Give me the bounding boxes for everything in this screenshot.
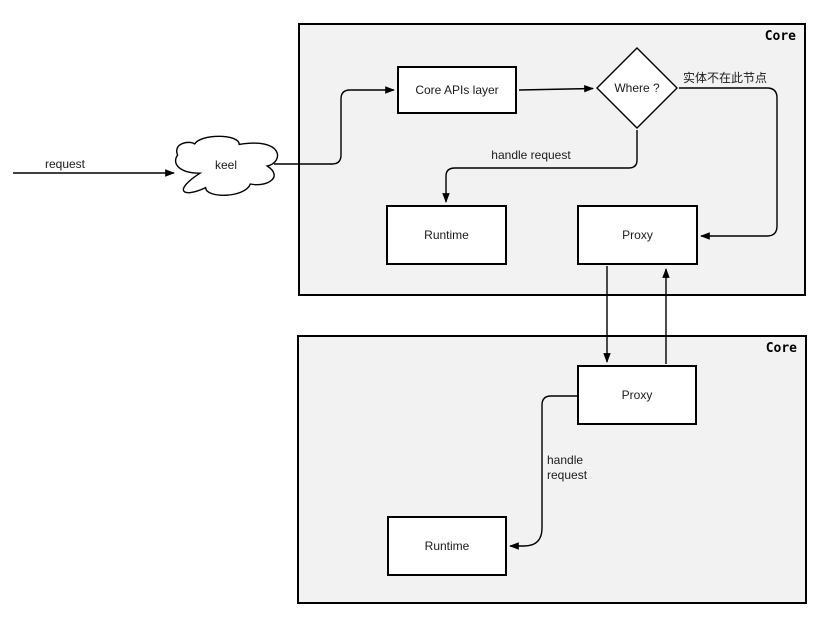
edge-where-to-runtime <box>442 130 638 203</box>
core-container-bottom: Core <box>297 335 807 604</box>
node-runtime-top-label: Runtime <box>424 228 469 242</box>
edge-proxy-bottom-to-runtime-bottom <box>509 395 577 550</box>
core-label-top: Core <box>764 29 796 44</box>
edge-cloud-to-core-apis <box>274 86 395 165</box>
where-decision-label: Where ? <box>614 81 660 95</box>
edge-core-apis-to-where <box>518 84 594 93</box>
node-runtime-bottom-label: Runtime <box>424 539 470 553</box>
node-proxy-top-label: Proxy <box>622 228 653 242</box>
label-handle-request-bottom: handle request <box>547 453 588 482</box>
node-proxy-bottom: Proxy <box>577 365 697 425</box>
node-proxy-top: Proxy <box>577 205 698 265</box>
node-runtime-top: Runtime <box>386 205 507 265</box>
core-container-top: Core <box>298 23 806 296</box>
label-handle-request-top: handle request <box>491 148 571 162</box>
decision-diamond-shape <box>596 47 678 129</box>
node-proxy-bottom-label: Proxy <box>621 388 653 402</box>
core-label-bottom: Core <box>765 341 797 356</box>
edge-where-to-proxy <box>679 87 778 240</box>
node-core-apis-layer-label: Core APIs layer <box>415 83 499 97</box>
label-entity-not-on-node: 实体不在此节点 <box>683 71 768 85</box>
node-runtime-bottom: Runtime <box>387 516 507 576</box>
label-request: request <box>44 157 86 171</box>
node-core-apis-layer: Core APIs layer <box>397 66 517 114</box>
cloud-shape <box>174 135 279 196</box>
cloud-keel-label: keel <box>214 158 237 172</box>
